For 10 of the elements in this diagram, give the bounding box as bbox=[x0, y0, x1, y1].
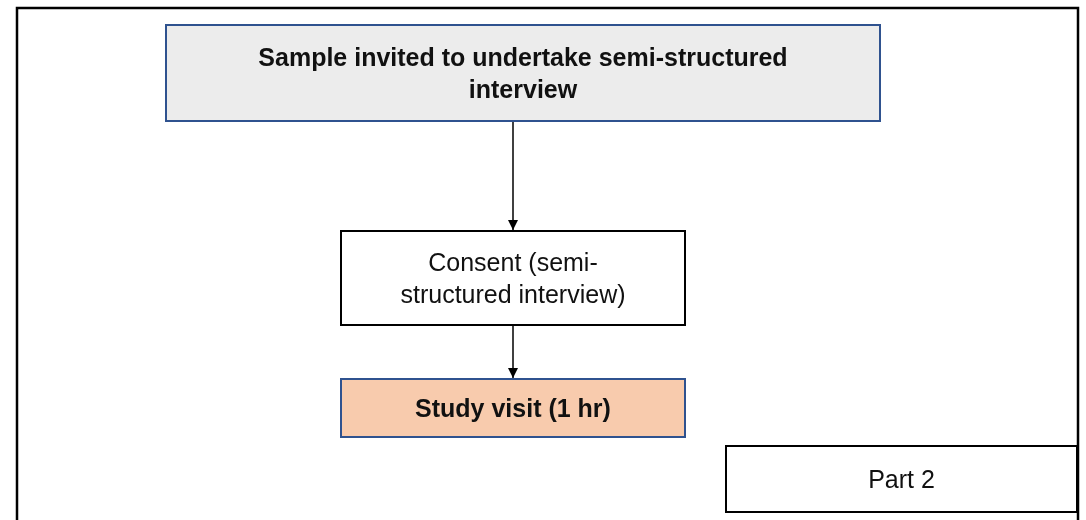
highlighted-process-box bbox=[340, 378, 686, 438]
process-box bbox=[725, 445, 1078, 513]
process-box bbox=[340, 230, 686, 326]
box-text: Consent (semi-structured interview) bbox=[399, 246, 627, 310]
box-text: Study visit (1 hr) bbox=[414, 392, 612, 424]
arrow bbox=[508, 325, 518, 379]
box-text: Sample invited to undertake semi-structured interview bbox=[257, 41, 789, 105]
process-box bbox=[165, 24, 881, 122]
box-text: Part 2 bbox=[867, 463, 936, 495]
arrow bbox=[508, 121, 518, 231]
